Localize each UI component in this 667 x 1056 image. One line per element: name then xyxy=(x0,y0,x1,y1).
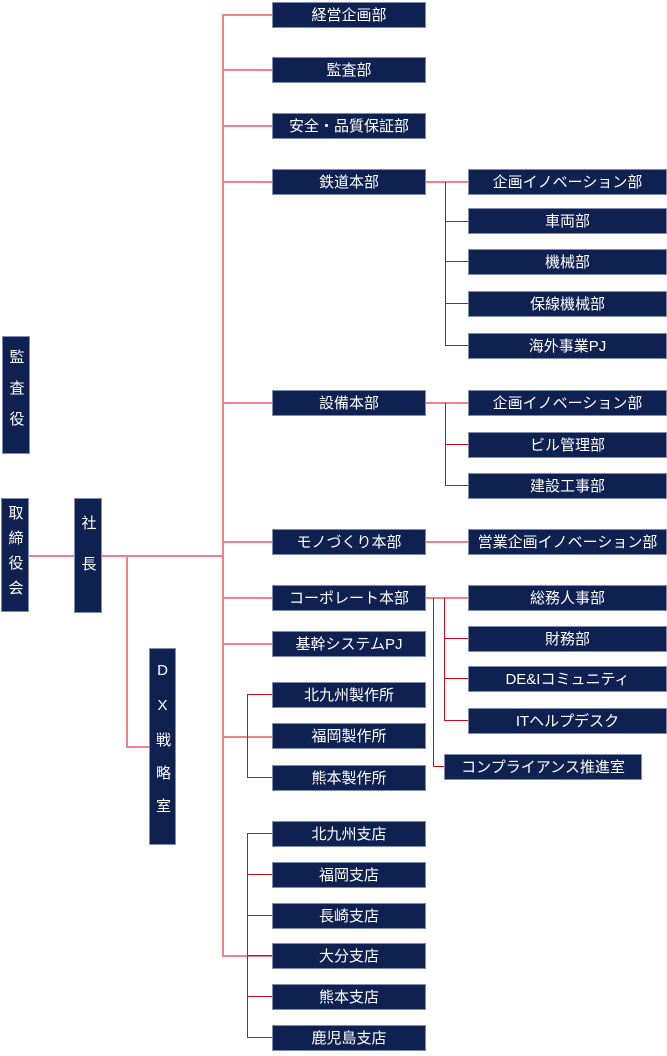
org-node-fukuoka-works: 福岡製作所 xyxy=(272,723,426,749)
org-node-nagasaki-branch: 長崎支店 xyxy=(272,903,426,929)
connector-line xyxy=(444,720,469,721)
connector-line xyxy=(247,777,273,778)
org-node-kagoshima-branch: 鹿児島支店 xyxy=(272,1025,426,1051)
org-node-compliance-promotion-office: コンプライアンス推進室 xyxy=(444,754,642,780)
branch-line-core-system xyxy=(222,643,274,645)
connector-line xyxy=(247,694,273,695)
railway-child-line xyxy=(425,181,469,183)
connector-line xyxy=(445,303,469,304)
works-group-vline xyxy=(247,694,248,778)
railway-children-vline xyxy=(445,182,446,346)
branch-line-corporate-planning xyxy=(222,14,274,16)
connector-line xyxy=(445,444,469,445)
org-node-building-management-dept: ビル管理部 xyxy=(468,432,667,458)
org-node-rolling-stock-dept: 車両部 xyxy=(468,208,667,234)
org-node-kumamoto-works: 熊本製作所 xyxy=(272,765,426,791)
branch-line-monozukuri xyxy=(222,541,274,543)
org-node-dx-strategy-office: DX戦略室 xyxy=(149,648,176,845)
connector-line xyxy=(445,345,469,346)
org-node-equipment-planning-innovation-dept: 企画イノベーション部 xyxy=(468,390,667,416)
org-node-fukuoka-branch: 福岡支店 xyxy=(272,862,426,888)
org-node-railway-division: 鉄道本部 xyxy=(272,169,426,195)
org-node-general-affairs-hr-dept: 総務人事部 xyxy=(468,585,667,611)
connector-line xyxy=(247,955,273,956)
org-node-monozukuri-division: モノづくり本部 xyxy=(272,529,426,555)
connector-line xyxy=(445,221,469,222)
org-node-board-of-directors: 取締役会 xyxy=(1,498,29,612)
connector-line xyxy=(445,261,469,262)
org-node-auditor: 監査役 xyxy=(2,336,30,454)
corporate-children-vline xyxy=(444,598,445,721)
branch-line-branches-group xyxy=(222,955,274,957)
org-node-core-system-pj: 基幹システムPJ xyxy=(272,631,426,657)
org-node-sales-planning-innovation-dept: 営業企画イノベーション部 xyxy=(468,529,667,555)
connector-line xyxy=(247,915,273,916)
org-node-corporate-division: コーポレート本部 xyxy=(272,585,426,611)
org-node-oita-branch: 大分支店 xyxy=(272,943,426,969)
branch-line-equipment xyxy=(222,402,274,404)
connector-line xyxy=(247,874,273,875)
connector-line xyxy=(433,766,446,767)
connector-line xyxy=(445,485,469,486)
connector-line xyxy=(247,833,273,834)
org-node-track-machinery-dept: 保線機械部 xyxy=(468,291,667,317)
branch-line-works-group xyxy=(222,736,274,738)
branch-line-safety-quality xyxy=(222,125,274,127)
org-node-kumamoto-branch: 熊本支店 xyxy=(272,984,426,1010)
branches-group-vline xyxy=(247,833,248,1038)
connector-line xyxy=(247,996,273,997)
dx-office-elbow-h xyxy=(126,746,151,748)
connector-line xyxy=(247,1037,273,1038)
org-node-president: 社長 xyxy=(74,498,102,613)
org-node-kitakyushu-works: 北九州製作所 xyxy=(272,682,426,708)
connector-line xyxy=(444,678,469,679)
branch-line-corporate xyxy=(222,597,274,599)
org-node-audit-dept: 監査部 xyxy=(272,57,426,83)
org-node-railway-planning-innovation-dept: 企画イノベーション部 xyxy=(468,169,667,195)
equipment-child-line xyxy=(425,402,469,404)
org-node-construction-works-dept: 建設工事部 xyxy=(468,473,667,499)
corporate-child-line xyxy=(425,597,469,599)
org-node-machinery-dept: 機械部 xyxy=(468,249,667,275)
org-node-finance-dept: 財務部 xyxy=(468,626,667,652)
board-president-line xyxy=(29,555,75,557)
org-node-corporate-planning-dept: 経営企画部 xyxy=(272,2,426,28)
org-node-dei-community: DE&Iコミュニティ xyxy=(468,666,667,692)
dx-office-elbow-v xyxy=(126,555,128,748)
org-node-it-helpdesk: ITヘルプデスク xyxy=(468,708,667,734)
org-node-safety-quality-assurance-dept: 安全・品質保証部 xyxy=(272,113,426,139)
branch-line-audit xyxy=(222,69,274,71)
org-node-kitakyushu-branch: 北九州支店 xyxy=(272,821,426,847)
org-node-equipment-division: 設備本部 xyxy=(272,390,426,416)
connector-line xyxy=(444,638,469,639)
trunk-line xyxy=(222,14,224,957)
monozukuri-child-line xyxy=(425,541,469,543)
branch-line-railway xyxy=(222,181,274,183)
compliance-vline xyxy=(433,598,434,767)
president-trunk-line xyxy=(101,555,224,557)
org-node-overseas-business-pj: 海外事業PJ xyxy=(468,333,667,359)
